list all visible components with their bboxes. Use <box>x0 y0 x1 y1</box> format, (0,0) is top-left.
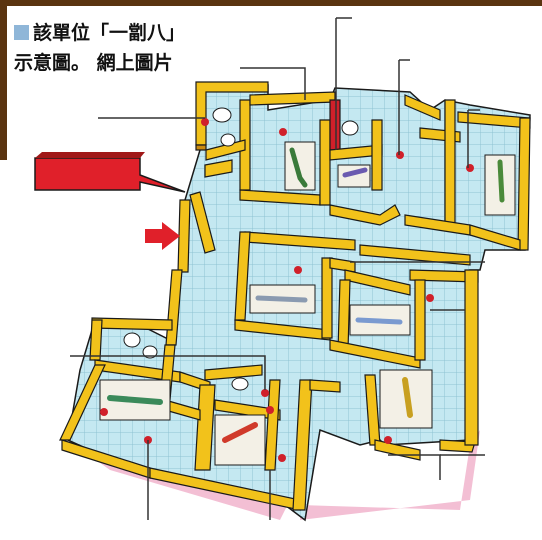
top-frame-bar <box>0 0 542 6</box>
room-marker-icon <box>279 128 287 136</box>
room-marker-icon <box>278 454 286 462</box>
sleeping-people <box>107 147 505 443</box>
sleeping-person-icon <box>497 159 505 203</box>
sleeping-person-icon <box>289 147 308 188</box>
sleeping-person-icon <box>355 317 403 325</box>
caption-square-icon <box>14 25 29 40</box>
toilet-icon <box>231 377 249 391</box>
room-marker-icon <box>384 436 392 444</box>
figure-caption: 該單位「一劏八」 示意圖。 網上圖片 <box>14 18 185 78</box>
room-marker-icon <box>466 164 474 172</box>
toilet-icon <box>341 120 359 136</box>
leader-lines <box>70 17 485 520</box>
pink-strip-bottom-right <box>300 430 480 520</box>
entrance-arrow-icon <box>145 222 180 250</box>
toilet-icon <box>212 107 232 123</box>
sleeping-person-icon <box>342 167 368 178</box>
toilets <box>123 107 359 391</box>
room-marker-icon <box>266 406 274 414</box>
bed-top-left-room <box>284 141 316 191</box>
left-frame-bar <box>0 0 7 160</box>
sleeping-person-icon <box>222 422 258 443</box>
callout-sign-icon <box>34 152 186 193</box>
room-marker-icon <box>201 118 209 126</box>
caption-line-2: 示意圖。 網上圖片 <box>14 52 173 74</box>
room-markers <box>100 118 474 462</box>
sleeping-person-icon <box>107 395 163 405</box>
sleeping-person-icon <box>402 377 413 418</box>
toilet-icon <box>142 345 158 359</box>
toilet-icon <box>220 133 236 147</box>
room-marker-icon <box>396 151 404 159</box>
toilet-icon <box>123 332 141 348</box>
walls <box>59 81 531 511</box>
room-marker-icon <box>294 266 302 274</box>
room-marker-icon <box>100 408 108 416</box>
room-marker-icon <box>261 389 269 397</box>
room-marker-icon <box>426 294 434 302</box>
sleeping-person-icon <box>255 295 308 303</box>
caption-line-1: 該單位「一劏八」 <box>14 18 185 48</box>
